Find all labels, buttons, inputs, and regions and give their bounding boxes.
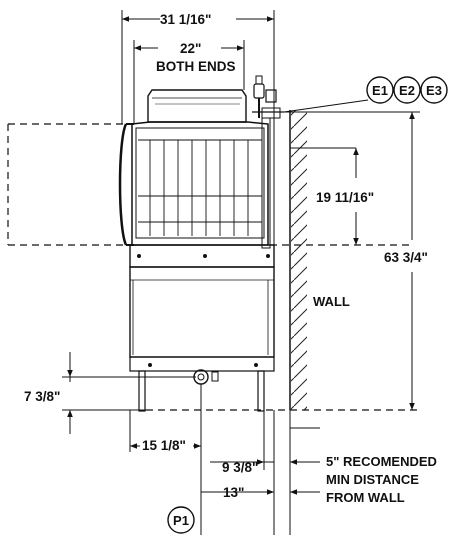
overall-height-label: 63 3/4" [384, 250, 428, 265]
right-leg [257, 370, 265, 412]
vent-pipe [261, 117, 271, 249]
rack-slats [138, 139, 262, 236]
p1-callout: P1 [173, 513, 189, 528]
wall-hatching [291, 110, 307, 410]
overall-width-label: 31 1/16" [160, 12, 211, 27]
dimension-lines [62, 10, 420, 535]
wall-label: WALL [313, 294, 350, 309]
drain-to-wall-label: 13" [223, 485, 244, 500]
left-leg [138, 370, 146, 412]
wall [289, 110, 307, 410]
upper-cabinet-band [129, 244, 275, 268]
e2-callout: E2 [399, 83, 415, 98]
drain-offset-label: 15 1/8" [142, 438, 186, 453]
door-height-label: 19 11/16" [316, 190, 374, 205]
door-open-outline [7, 123, 420, 411]
base-frame [129, 356, 275, 372]
e3-callout: E3 [426, 83, 442, 98]
clearance-line-1: 5" RECOMENDED [326, 454, 437, 469]
front-offset-label: 9 3/8" [222, 460, 258, 475]
dishwasher-body [118, 75, 284, 412]
end-width-label: 22" [180, 41, 201, 56]
electrical-connection-callouts: E1 E2 E3 [283, 76, 448, 113]
drain-outlet [193, 369, 209, 385]
clearance-line-2: MIN DISTANCE [326, 472, 419, 487]
clearance-line-3: FROM WALL [326, 490, 405, 505]
lower-cabinet [129, 266, 275, 358]
plumbing-connection-callout: P1 [167, 506, 195, 534]
door-handle-curve [118, 123, 128, 246]
valve-body [253, 83, 265, 99]
end-width-note: BOTH ENDS [156, 59, 236, 74]
top-motor-housing [147, 89, 247, 123]
e1-callout: E1 [372, 83, 388, 98]
rack-frame [135, 127, 265, 239]
leg-height-label: 7 3/8" [24, 389, 60, 404]
